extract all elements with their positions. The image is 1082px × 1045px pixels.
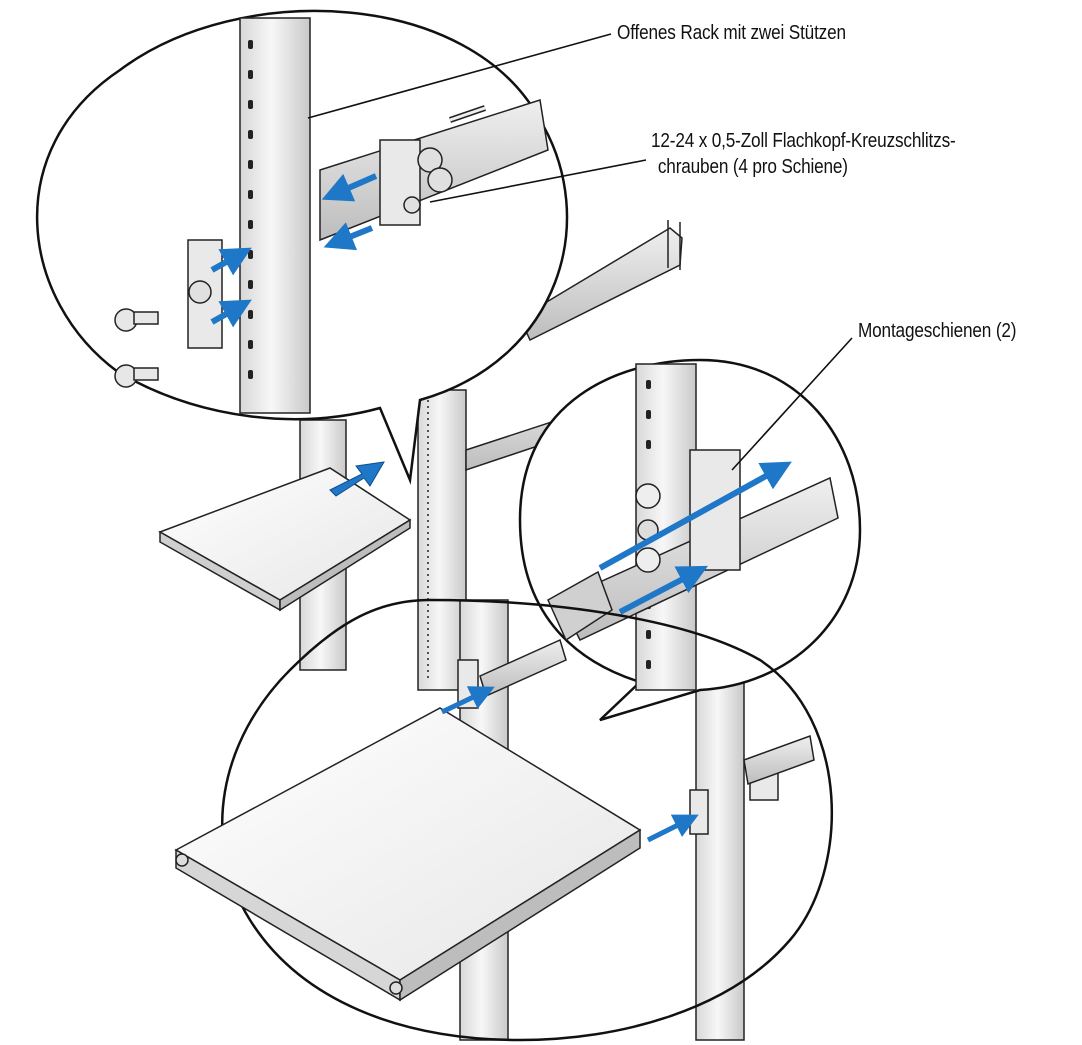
callout-screws-label: 12-24 x 0,5-Zoll Flachkopf-Kreuzschlitzs… (651, 128, 956, 180)
leader-screws (429, 159, 647, 203)
leader-rails (731, 337, 853, 471)
bottom-magnifier (174, 598, 833, 1042)
callout-screws-line2: chrauben (4 pro Schiene) (657, 156, 848, 178)
upper-tray (158, 467, 412, 612)
right-magnifier (518, 358, 862, 722)
background-rack (299, 220, 692, 691)
push-arrow (329, 461, 385, 497)
top-magnifier (35, 9, 569, 485)
callout-screws-line1: 12-24 x 0,5-Zoll Flachkopf-Kreuzschlitzs… (651, 130, 956, 152)
callout-rails-label: Montageschienen (2) (858, 320, 1017, 342)
callout-rack-label: Offenes Rack mit zwei Stützen (617, 22, 846, 44)
callout-leaders (307, 33, 853, 471)
leader-rack (307, 33, 612, 119)
